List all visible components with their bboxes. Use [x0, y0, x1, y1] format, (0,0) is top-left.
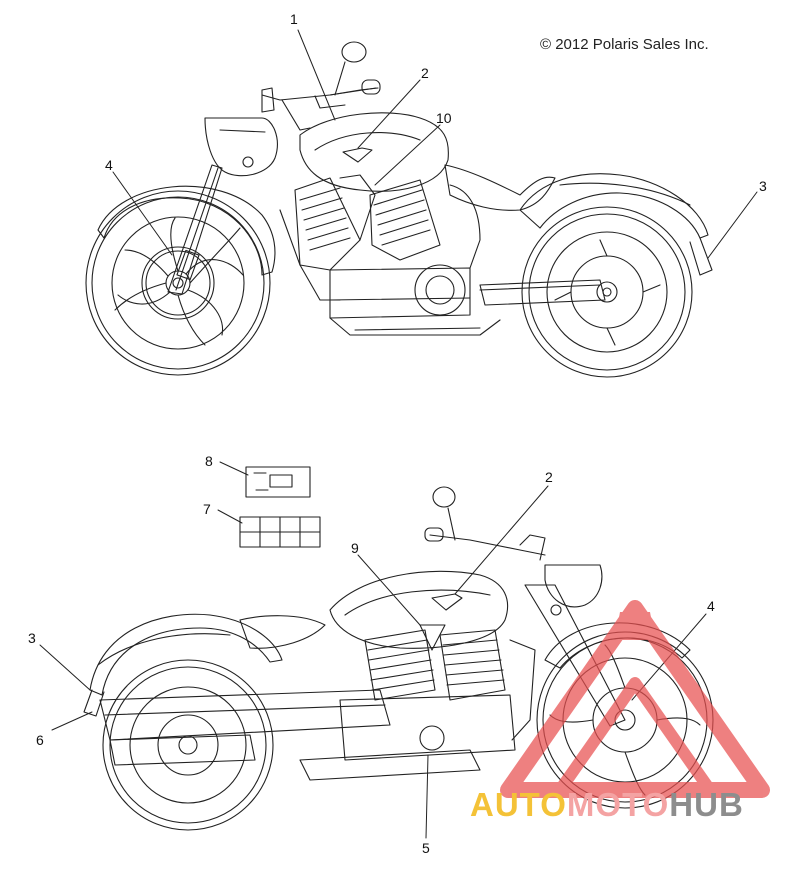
callout-1: 1: [290, 11, 298, 27]
engine-left: [339, 624, 536, 761]
front-fender: [97, 185, 276, 276]
watermark-moto: MOTO: [566, 786, 670, 823]
callout-3-bottom: 3: [28, 630, 36, 646]
watermark-text: AUTOMOTOHUB: [470, 786, 744, 824]
tank-emblem-left: [431, 593, 463, 611]
callout-4: 4: [105, 157, 113, 173]
engine: [279, 174, 481, 319]
callout-4-bottom: 4: [707, 598, 715, 614]
callout-9: 9: [351, 540, 359, 556]
leader-lines: [39, 29, 758, 839]
watermark-auto: AUTO: [470, 786, 567, 823]
mirror: [341, 41, 367, 63]
decal-part-7: [239, 516, 321, 548]
rear-wheel: [521, 206, 693, 378]
watermark-logo: [500, 600, 770, 798]
callout-6: 6: [36, 732, 44, 748]
mirror-left: [432, 486, 456, 508]
fuel-tank-left: [329, 570, 509, 649]
swingarm: [479, 279, 606, 306]
exhaust-pipe: [99, 689, 391, 741]
front-fender-left: [544, 622, 691, 669]
callout-7: 7: [203, 501, 211, 517]
copyright-text: © 2012 Polaris Sales Inc.: [540, 36, 709, 53]
front-wheel: [85, 190, 271, 376]
seat: [444, 164, 556, 211]
headlight-fairing: [204, 117, 278, 177]
callout-3: 3: [759, 178, 767, 194]
fuel-tank: [299, 112, 449, 192]
motorcycle-right-side: [85, 41, 713, 378]
seat-left: [239, 615, 326, 649]
decal-part-8: [245, 466, 311, 498]
front-fork: [167, 164, 223, 295]
callout-5: 5: [422, 840, 430, 856]
rear-fender-left: [89, 613, 283, 696]
motorcycle-left-side: [83, 486, 714, 831]
callout-10: 10: [436, 110, 452, 126]
headlight-fairing-left: [544, 564, 603, 608]
callout-2: 2: [421, 65, 429, 81]
tank-emblem: [342, 147, 373, 163]
watermark-hub: HUB: [669, 786, 744, 823]
rear-fender: [519, 173, 709, 239]
callout-2-bottom: 2: [545, 469, 553, 485]
handlebar-left: [429, 534, 546, 556]
callout-8: 8: [205, 453, 213, 469]
rear-wheel-left: [102, 659, 274, 831]
